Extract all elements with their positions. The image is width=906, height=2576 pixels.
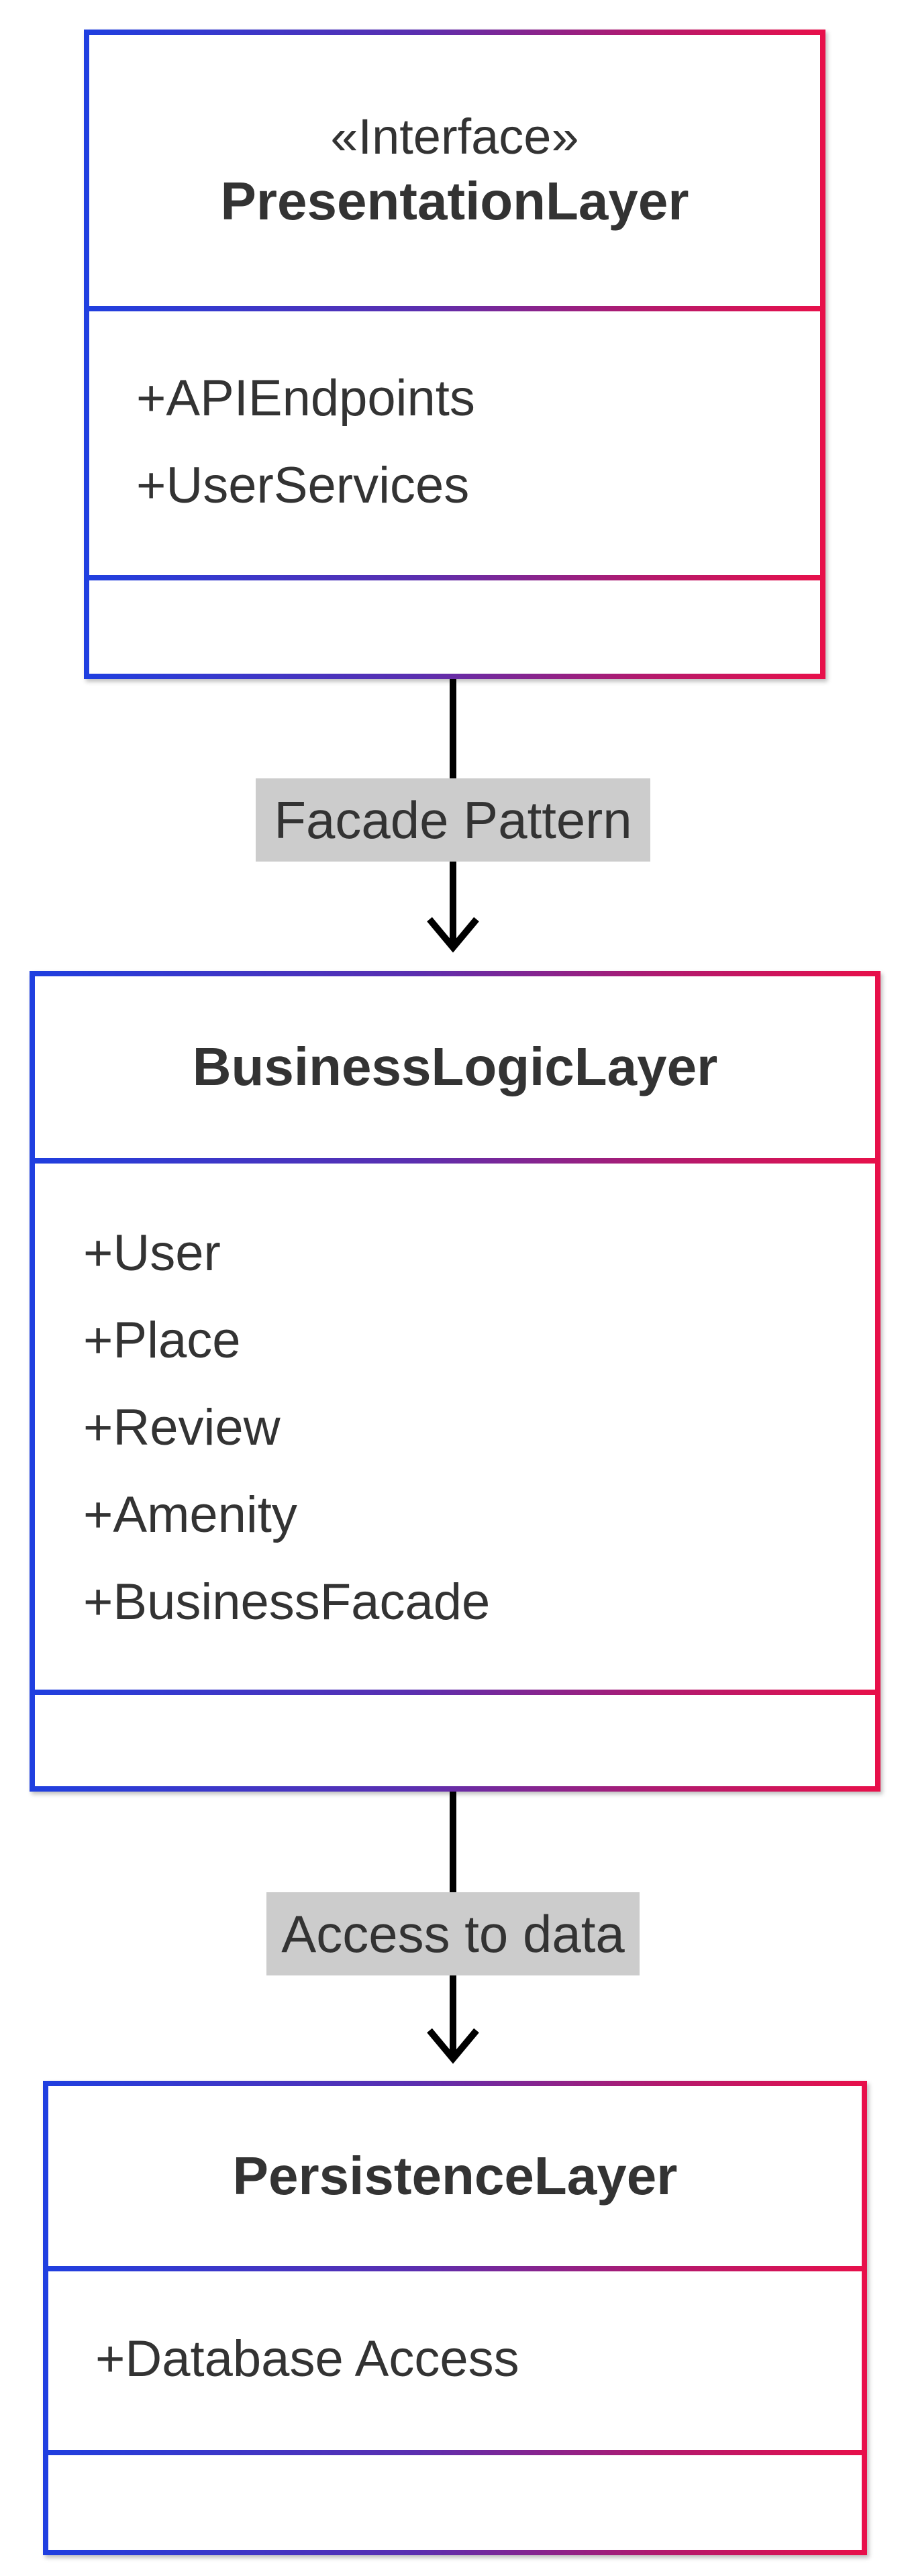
class-title: BusinessLogicLayer	[192, 1036, 718, 1096]
class-presentation-layer[interactable]: «Interface» PresentationLayer +APIEndpoi…	[84, 30, 825, 679]
compartment-divider	[43, 2266, 867, 2271]
class-business-logic-layer[interactable]: BusinessLogicLayer +User +Place +Review …	[30, 971, 880, 1792]
class-member: +BusinessFacade	[83, 1574, 491, 1631]
compartment-divider	[30, 1690, 880, 1695]
edge-label-access: Access to data	[266, 1892, 640, 1975]
class-persistence-layer[interactable]: PersistenceLayer +Database Access	[43, 2081, 867, 2555]
class-header: PersistenceLayer	[48, 2086, 862, 2265]
class-member: +Database Access	[95, 2330, 519, 2387]
class-member: +Review	[83, 1399, 281, 1456]
arrowhead-facade	[427, 917, 479, 953]
class-member: +APIEndpoints	[136, 370, 475, 427]
compartment-divider	[30, 1158, 880, 1164]
compartment-divider	[84, 575, 825, 580]
class-title: PresentationLayer	[220, 171, 689, 231]
class-member: +User	[83, 1225, 221, 1282]
class-member: +Amenity	[83, 1486, 297, 1543]
class-member: +UserServices	[136, 457, 470, 514]
class-attributes: +APIEndpoints +UserServices	[89, 355, 820, 529]
class-stereotype: «Interface»	[330, 108, 579, 164]
class-header: «Interface» PresentationLayer	[89, 35, 820, 306]
arrowhead-access	[427, 2028, 479, 2064]
compartment-divider	[84, 306, 825, 311]
class-attributes: +User +Place +Review +Amenity +BusinessF…	[35, 1210, 875, 1646]
class-title: PersistenceLayer	[232, 2145, 678, 2206]
compartment-divider	[43, 2450, 867, 2455]
edge-label-facade: Facade Pattern	[256, 778, 650, 862]
class-header: BusinessLogicLayer	[35, 976, 875, 1157]
class-attributes: +Database Access	[48, 2316, 862, 2403]
class-member: +Place	[83, 1312, 241, 1369]
